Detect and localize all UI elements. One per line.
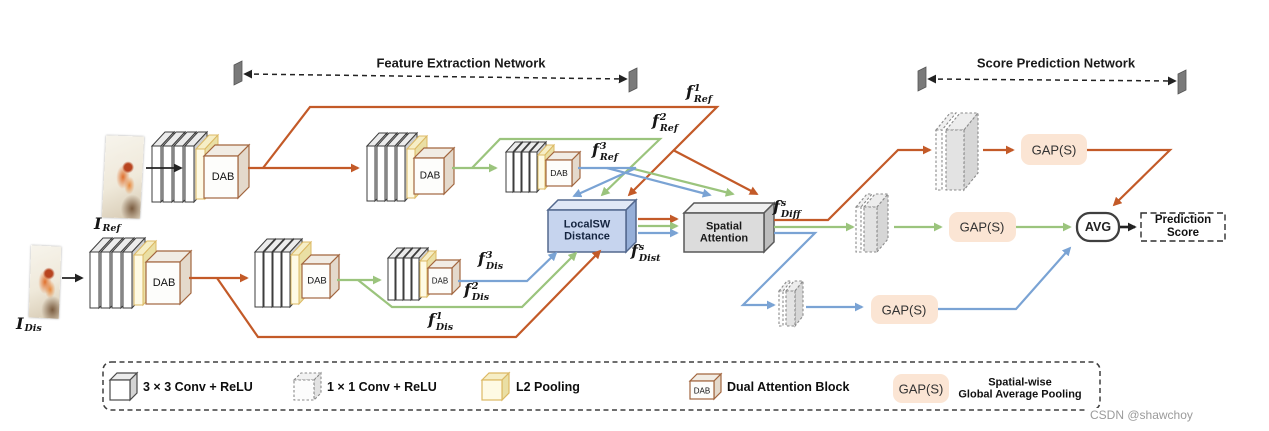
legend-dab-icon-label: DAB (694, 387, 710, 396)
f-sup: 2 (472, 282, 489, 292)
gap-label-bottom: GAP(S) (882, 303, 927, 318)
f-sup: 3 (600, 142, 618, 152)
feature-label-f-dis-2: f 2Dis (464, 282, 489, 302)
legend-conv1x1-icon (294, 373, 321, 400)
spatial-line2: Attention (700, 233, 748, 245)
ref-input-label: I Ref (94, 216, 121, 232)
prediction-line1: Prediction (1155, 214, 1211, 227)
localsw-distance-label: LocalSW Distance (564, 219, 610, 244)
feature-label-f-ref-1: f 1Ref (686, 84, 712, 104)
legend-gap-desc-line2: Global Average Pooling (958, 389, 1081, 401)
ref-label-base: I (94, 216, 101, 232)
spatial-attention-label: Spatial Attention (700, 221, 748, 246)
gap-label-top: GAP(S) (1032, 143, 1077, 158)
f-sub: Ref (660, 124, 678, 134)
f-sup: 1 (436, 312, 453, 322)
f-sup: 2 (660, 113, 678, 123)
localsw-line1: LocalSW (564, 219, 610, 231)
dab-label-ref-2: DAB (420, 171, 441, 182)
dab-label-dis-1: DAB (153, 277, 176, 289)
f-sup: s (781, 199, 801, 209)
f-base: f (478, 251, 485, 267)
score-prediction-title: Score Prediction Network (977, 56, 1135, 71)
dab-label-dis-3: DAB (432, 277, 448, 286)
conv1x1-block-large (936, 113, 978, 190)
legend-conv3x3-icon (110, 373, 137, 400)
legend-l2pooling-label: L2 Pooling (516, 380, 580, 394)
legend-conv3x3-label: 3 × 3 Conv + ReLU (143, 380, 253, 394)
f-sub: Dis (472, 293, 489, 303)
dab-label-ref-3: DAB (550, 168, 567, 178)
dis-label-sub: Dis (24, 323, 41, 334)
legend-dab-label: Dual Attention Block (727, 380, 849, 394)
legend-gap-description: Spatial-wise Global Average Pooling (958, 377, 1081, 402)
feature-extraction-title: Feature Extraction Network (376, 56, 545, 71)
dis-label-base: I (16, 316, 23, 332)
dab-label-ref-1: DAB (212, 171, 235, 183)
gap-label-middle: GAP(S) (960, 220, 1005, 235)
f-base: f (631, 243, 638, 259)
conv1x1-block-medium (856, 194, 888, 252)
feature-label-f-dist: f sDist (631, 243, 660, 263)
f-base: f (686, 84, 693, 100)
prediction-line2: Score (1155, 227, 1211, 240)
dab-label-dis-2: DAB (307, 276, 327, 287)
f-sup: 3 (486, 251, 503, 261)
feature-label-f-diff: f sDiff (773, 199, 801, 219)
avg-label: AVG (1085, 220, 1111, 234)
f-sub: Ref (694, 95, 712, 105)
f-base: f (592, 142, 599, 158)
prediction-score-label: Prediction Score (1155, 214, 1211, 240)
f-sup: s (639, 243, 661, 253)
f-sub: Dist (639, 254, 661, 264)
feature-label-f-ref-3: f 3Ref (592, 142, 618, 162)
f-base: f (652, 113, 659, 129)
legend-conv1x1-label: 1 × 1 Conv + ReLU (327, 380, 437, 394)
f-sup: 1 (694, 84, 712, 94)
f-sub: Dis (486, 262, 503, 272)
localsw-line2: Distance (564, 231, 610, 243)
feature-label-f-dis-3: f 3Dis (478, 251, 503, 271)
score-prediction-header-bracket (918, 67, 1186, 94)
legend-gap-desc-line1: Spatial-wise (958, 377, 1081, 389)
dis-input-label: I Dis (16, 316, 42, 332)
legend-gap-label: GAP(S) (899, 382, 944, 397)
f-base: f (428, 312, 435, 328)
f-base: f (773, 199, 780, 215)
spatial-line1: Spatial (700, 221, 748, 233)
watermark: CSDN @shawchoy (1088, 408, 1195, 422)
feature-label-f-ref-2: f 2Ref (652, 113, 678, 133)
ref-label-sub: Ref (102, 223, 120, 234)
f-base: f (464, 282, 471, 298)
legend-l2pooling-icon (482, 373, 509, 400)
feature-label-f-dis-1: f 1Dis (428, 312, 453, 332)
conv1x1-block-small (779, 281, 803, 326)
f-sub: Diff (781, 210, 801, 220)
f-sub: Ref (600, 153, 618, 163)
f-sub: Dis (436, 323, 453, 333)
